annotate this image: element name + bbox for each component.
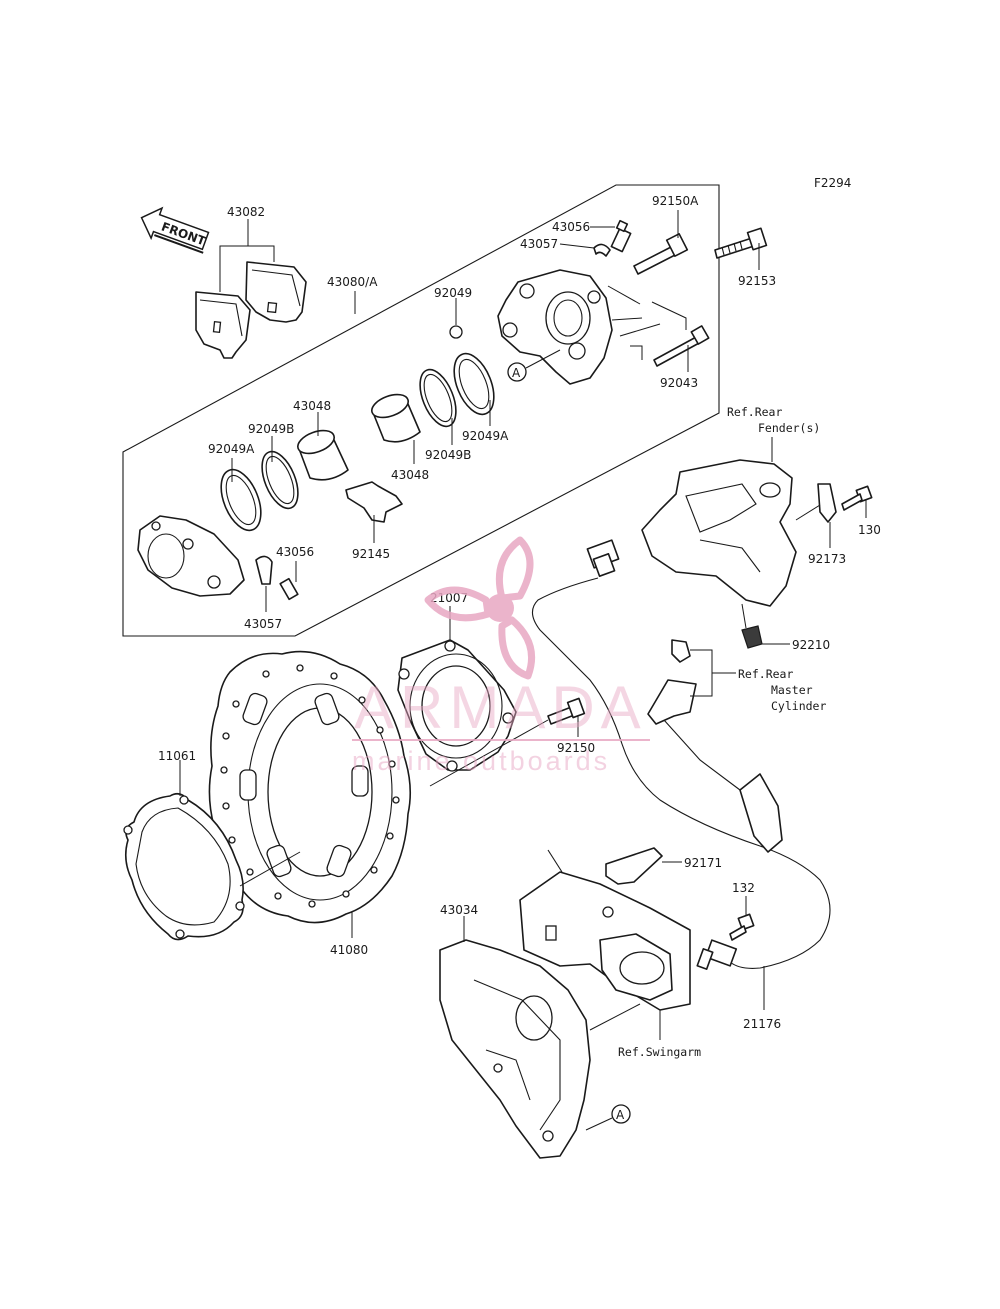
guide-line-3 [619, 323, 661, 337]
label-92049B-right: 92049B [425, 448, 471, 462]
label-92043: 92043 [660, 376, 698, 390]
ref-marker-a-bottom [611, 1104, 631, 1124]
label-43057-top: 43057 [520, 237, 558, 251]
piston-43048-right [371, 393, 421, 443]
bleeder-cap-bottom [255, 555, 273, 585]
ref-master-cyl-line2: Master [771, 683, 813, 697]
seal-92049B-left [261, 450, 299, 510]
swingarm [519, 849, 691, 1011]
label-92049: 92049 [434, 286, 472, 300]
ref-marker-a-top [507, 362, 527, 382]
ref-master-cyl-line1: Ref.Rear [738, 667, 793, 681]
rear-fender [641, 459, 797, 607]
bracket-92173-link [795, 504, 821, 521]
label-92049A-left: 92049A [208, 442, 255, 456]
caliper-pin-92150A [633, 233, 689, 275]
axle-line [429, 719, 549, 787]
caliper-housing-outer [497, 269, 613, 385]
label-92210: 92210 [792, 638, 830, 652]
guide-line-2 [611, 317, 643, 321]
bolt-92150 [547, 697, 586, 725]
seal-92049A-left [220, 468, 262, 532]
seal-92049 [449, 325, 463, 339]
ref-master-cyl-line3: Cylinder [771, 699, 826, 713]
axle-line-2 [239, 851, 301, 887]
label-132: 132 [732, 881, 755, 895]
label-92150: 92150 [557, 741, 595, 755]
clip-92210 [741, 625, 763, 649]
label-43056-bottom: 43056 [276, 545, 314, 559]
abs-pulser-ring [397, 639, 517, 772]
sensor-connector [586, 539, 620, 577]
ref-swingarm: Ref.Swingarm [618, 1045, 701, 1059]
label-43034: 43034 [440, 903, 478, 917]
label-92150A: 92150A [652, 194, 699, 208]
bolt-132 [729, 913, 755, 941]
label-92171: 92171 [684, 856, 722, 870]
guide-line-4 [651, 301, 687, 330]
label-92145: 92145 [352, 547, 390, 561]
ref-marker-a-bottom-leader [585, 1117, 613, 1131]
leader-fender-lower [741, 603, 747, 629]
leader-43057-top [559, 243, 595, 249]
ref-marker-a-bottom-label: A [616, 1108, 625, 1122]
watermark-brand: ARMADA [354, 674, 647, 741]
ref-marker-a-top-leader [525, 349, 561, 369]
label-43082: 43082 [227, 205, 265, 219]
bolt-130 [841, 485, 873, 511]
ref-marker-a-top-label: A [512, 366, 521, 380]
ref-rear-fender-line2: Fender(s) [758, 421, 820, 435]
caliper-body [137, 515, 245, 597]
guide-line-5 [630, 345, 643, 360]
seal-92049B-right [419, 368, 457, 428]
abs-sensor [696, 939, 738, 970]
watermark: ARMADA marine outboards [352, 536, 650, 776]
label-43056-top: 43056 [552, 220, 590, 234]
bleeder-cap-top [593, 243, 611, 257]
guide-line-1 [607, 285, 641, 305]
label-11061: 11061 [158, 749, 196, 763]
ref-rear-fender-line1: Ref.Rear [727, 405, 782, 419]
label-92049B-left: 92049B [248, 422, 294, 436]
label-130: 130 [858, 523, 881, 537]
watermark-propeller-icon [424, 536, 536, 680]
figure-code: F2294 [814, 176, 851, 190]
sensor-cable-upper [531, 577, 831, 969]
pad-spring-92145 [345, 481, 403, 523]
bracket-92173 [817, 483, 837, 523]
label-92153: 92153 [738, 274, 776, 288]
seal-92049A-right [453, 352, 495, 416]
brake-pads [195, 261, 307, 359]
leader-43082 [219, 245, 275, 292]
caliper-assembly-outline [122, 184, 720, 637]
label-43057-bottom: 43057 [244, 617, 282, 631]
piston-43048-left [297, 429, 349, 481]
label-41080: 41080 [330, 943, 368, 957]
pin-92043 [653, 325, 710, 367]
front-arrow: FRONT [140, 206, 210, 254]
label-43080A: 43080/A [327, 275, 378, 289]
label-21176: 21176 [743, 1017, 781, 1031]
label-92049A-right: 92049A [462, 429, 509, 443]
gasket-11061 [123, 792, 245, 941]
label-92173: 92173 [808, 552, 846, 566]
brake-disc [208, 650, 412, 924]
watermark-tagline: marine outboards [352, 746, 610, 776]
clamp-92171 [605, 847, 663, 885]
swingarm-bracket-link [589, 1003, 641, 1031]
caliper-bracket-43034 [439, 939, 591, 1159]
bleeder-valve-top [610, 219, 632, 253]
label-43048-right: 43048 [391, 468, 429, 482]
bolt-92153 [714, 227, 768, 259]
label-43048-left: 43048 [293, 399, 331, 413]
rear-master-cylinder-bracket [647, 639, 783, 853]
bleeder-valve-bottom [279, 577, 299, 601]
